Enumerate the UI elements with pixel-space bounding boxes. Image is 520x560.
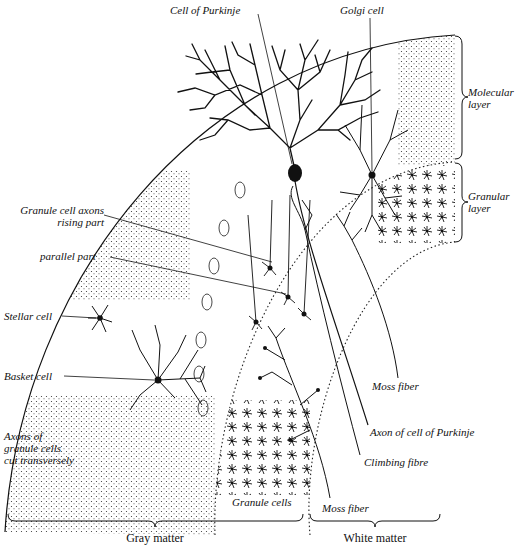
part-label: Granule cell axons rising part xyxy=(4,204,104,228)
part-label: Moss fiber xyxy=(322,502,402,514)
granule-soma xyxy=(268,266,273,271)
purkinje-outline xyxy=(219,220,229,236)
stipple-patch xyxy=(0,395,215,535)
granule-somata xyxy=(254,266,307,325)
granule-soma xyxy=(286,295,291,300)
part-label: Stellar cell xyxy=(4,310,64,322)
layer-label: Molecular layer xyxy=(468,86,518,110)
purkinje-outline xyxy=(198,400,208,416)
rosette xyxy=(288,438,292,442)
layer-boundary xyxy=(309,242,455,535)
leader-line xyxy=(110,257,286,294)
stipple-patch xyxy=(0,170,190,300)
moss-rosettes xyxy=(258,346,320,442)
granule-soma xyxy=(254,320,259,325)
part-label: Basket cell xyxy=(4,370,66,382)
leader-lines xyxy=(62,14,372,380)
moss-fiber xyxy=(260,326,330,498)
leader-line xyxy=(104,215,272,262)
part-label: Axon of cell of Purkinje xyxy=(370,426,510,438)
part-label: Golgi cell xyxy=(340,4,420,16)
stipple-patch xyxy=(398,30,458,165)
leader-line xyxy=(64,376,154,380)
matter-bracket xyxy=(8,514,303,527)
part-label: Moss fiber xyxy=(372,380,452,392)
moss-fiber xyxy=(336,212,398,378)
layer-bracket xyxy=(455,36,468,159)
purkinje-outline xyxy=(194,366,204,382)
region-label: Gray matter xyxy=(105,532,205,544)
part-label: Cell of Purkinje xyxy=(170,4,270,16)
brackets xyxy=(8,36,468,527)
granule-cluster xyxy=(215,400,310,495)
climbing-fibre xyxy=(291,186,360,455)
purkinje-outline xyxy=(235,182,245,198)
part-label: Climbing fibre xyxy=(364,456,464,468)
stellar-soma xyxy=(97,315,103,321)
matter-bracket xyxy=(310,514,440,527)
purkinje-outline xyxy=(202,294,212,310)
purkinje-axon xyxy=(295,181,368,425)
layer-bracket xyxy=(455,163,468,242)
leader-line xyxy=(370,18,372,171)
rosette xyxy=(258,376,262,380)
layer-label: Granular layer xyxy=(468,190,518,214)
basket-processes xyxy=(130,325,206,410)
purkinje-outline xyxy=(196,332,206,348)
part-label: parallel part xyxy=(40,250,110,262)
stellar-processes xyxy=(88,305,112,332)
granule-soma xyxy=(302,312,307,317)
granule-stars xyxy=(215,165,458,495)
rosette xyxy=(316,388,320,392)
region-label: White matter xyxy=(325,532,425,544)
basket-soma xyxy=(155,377,162,384)
golgi-processes xyxy=(340,105,408,232)
leader-line xyxy=(62,316,96,318)
layer-boundary xyxy=(215,162,455,535)
purkinje-outline xyxy=(209,258,219,274)
golgi-soma xyxy=(369,172,376,179)
purkinje-soma xyxy=(288,164,302,182)
rosette xyxy=(263,346,267,350)
part-label: Granule cells xyxy=(232,496,312,508)
granule-cluster xyxy=(378,165,458,243)
part-label: Axons of granule cells cut transversely xyxy=(4,430,76,466)
granule-cells xyxy=(248,195,311,330)
leader-line xyxy=(258,14,292,164)
